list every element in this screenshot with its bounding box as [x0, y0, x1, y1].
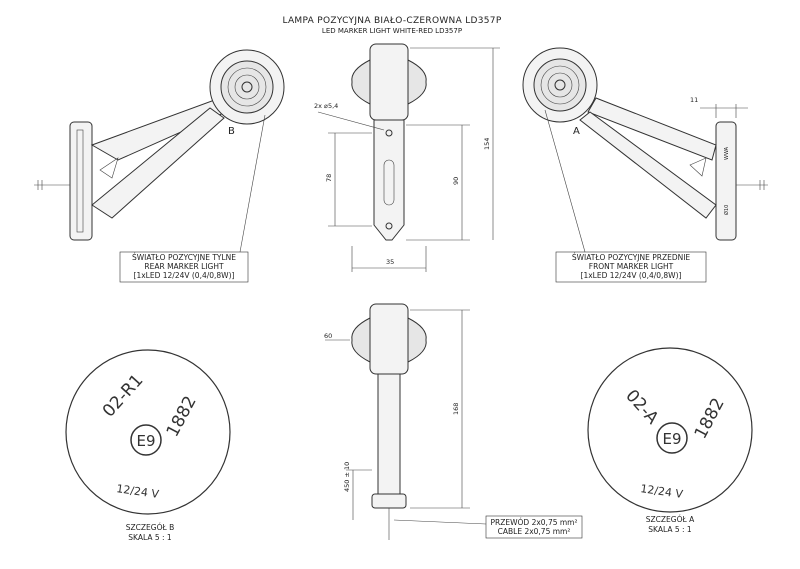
detail-a-scale: SKALA 5 : 1: [648, 525, 692, 534]
rear-arm-mark: [99, 157, 119, 179]
rear-arm-lower: [91, 107, 225, 219]
cable-caption-line-2: CABLE 2x0,75 mm²: [498, 527, 571, 536]
detail-b: 02-R1 E9 1882 12/24 V SZCZEGÓŁ B SKALA 5…: [65, 349, 231, 542]
dim-90-line: [406, 124, 470, 241]
detail-a-emark: E9: [662, 430, 681, 448]
front-caption-box: [555, 251, 707, 283]
front-leader: [544, 109, 586, 253]
front-view: WWA Ø10 11 A ŚWIATŁO POZYCYJNE PRZEDNIE …: [522, 47, 768, 283]
detail-a-voltage: 12/24 V: [640, 482, 685, 501]
center-top-view: 2x ⌀5,4 78 90 154 35: [314, 43, 500, 272]
top-mount-slot: [383, 159, 395, 206]
detail-b-emark-circle: [130, 424, 162, 456]
drawing-title: LAMPA POZYCYJNA BIAŁO-CZEROWNA LD357P: [282, 16, 501, 26]
rear-view-label: B: [228, 126, 235, 137]
dim-11-line: [700, 104, 748, 118]
side-lamp-lens-left: [351, 317, 371, 363]
dim-11: 11: [690, 96, 698, 104]
top-mount-plate: [373, 119, 405, 241]
rear-caption-line-3: [1xLED 12/24V (0,4/0,8W)]: [134, 271, 235, 280]
top-mount-hole-1: [385, 129, 393, 137]
front-bracket-plate: [715, 121, 737, 241]
rear-leader: [239, 114, 266, 253]
center-side-view: 60 168 450 ± 10 PRZEWÓD 2x0,75 mm² CABLE…: [324, 303, 583, 540]
front-view-label: A: [573, 126, 580, 137]
front-lamp-led: [554, 79, 566, 91]
dim-154: 154: [483, 138, 491, 150]
dim-168: 168: [452, 403, 460, 415]
detail-a: 02-A E9 1882 12/24 V SZCZEGÓŁ A SKALA 5 …: [587, 347, 753, 534]
top-mount-hole-2: [385, 222, 393, 230]
rear-caption-box: [119, 251, 249, 283]
rear-caption-line-2: REAR MARKER LIGHT: [144, 262, 224, 271]
detail-a-circle: [587, 347, 753, 513]
front-caption-line-1: ŚWIATŁO POZYCYJNE PRZEDNIE: [572, 253, 691, 262]
drawing-subtitle: LED MARKER LIGHT WHITE-RED LD357P: [322, 27, 462, 35]
dim-hole: 2x ⌀5,4: [314, 102, 338, 110]
detail-a-title: SZCZEGÓŁ A: [646, 515, 695, 524]
cable-caption-box: [485, 515, 583, 539]
rear-lamp-ring-1: [227, 67, 267, 107]
dim-35-line: [351, 246, 427, 272]
dim-450-line: [346, 469, 372, 520]
rear-lamp-lens: [220, 60, 274, 114]
detail-b-title: SZCZEGÓŁ B: [126, 523, 174, 532]
side-stem: [377, 373, 401, 495]
front-bracket-mark-2: Ø10: [723, 205, 730, 215]
dim-78: 78: [325, 174, 333, 182]
front-caption-line-2: FRONT MARKER LIGHT: [589, 262, 674, 271]
dim-154-line: [410, 47, 500, 240]
front-caption-line-3: [1xLED 12/24V (0,4/0,8W)]: [581, 271, 682, 280]
rear-caption-line-1: ŚWIATŁO POZYCYJNE TYLNE: [132, 253, 236, 262]
dim-hole-leader: [317, 111, 385, 131]
detail-b-emark: E9: [136, 432, 155, 450]
front-lamp-ring-2: [547, 72, 573, 98]
rear-view: B ŚWIATŁO POZYCYJNE TYLNE REAR MARKER LI…: [34, 49, 285, 283]
top-lamp-lens-left: [351, 59, 371, 105]
rear-lamp-led: [241, 81, 253, 93]
front-bracket-mark-1: WWA: [724, 146, 730, 160]
side-lamp-lens-right: [407, 317, 427, 363]
dim-78-line: [328, 132, 372, 227]
front-cable-end: [759, 180, 765, 190]
detail-b-circle: [65, 349, 231, 515]
dim-168-line: [410, 309, 470, 509]
top-lamp-body: [369, 43, 409, 121]
rear-bracket-slot: [76, 129, 84, 233]
side-lamp-body: [369, 303, 409, 375]
cable-leader: [393, 519, 487, 525]
dim-90: 90: [452, 177, 460, 185]
front-arm-mark: [689, 157, 707, 177]
rear-cable-end: [37, 180, 43, 190]
dim-450: 450 ± 10: [343, 462, 351, 492]
detail-b-scale: SKALA 5 : 1: [128, 533, 172, 542]
dim-35: 35: [386, 258, 394, 266]
side-stem-base: [371, 493, 407, 509]
top-lamp-lens-right: [407, 59, 427, 105]
detail-b-voltage: 12/24 V: [116, 482, 161, 501]
rear-bracket-plate: [69, 121, 93, 241]
front-lamp-ring-1: [540, 65, 580, 105]
front-lamp-lens: [533, 58, 587, 112]
dim-60: 60: [324, 332, 332, 340]
cable-caption-line-1: PRZEWÓD 2x0,75 mm²: [490, 518, 577, 527]
front-arm-lower: [579, 111, 717, 219]
front-arm-upper: [587, 97, 717, 161]
rear-lamp-ring-2: [234, 74, 260, 100]
detail-a-emark-circle: [656, 422, 688, 454]
